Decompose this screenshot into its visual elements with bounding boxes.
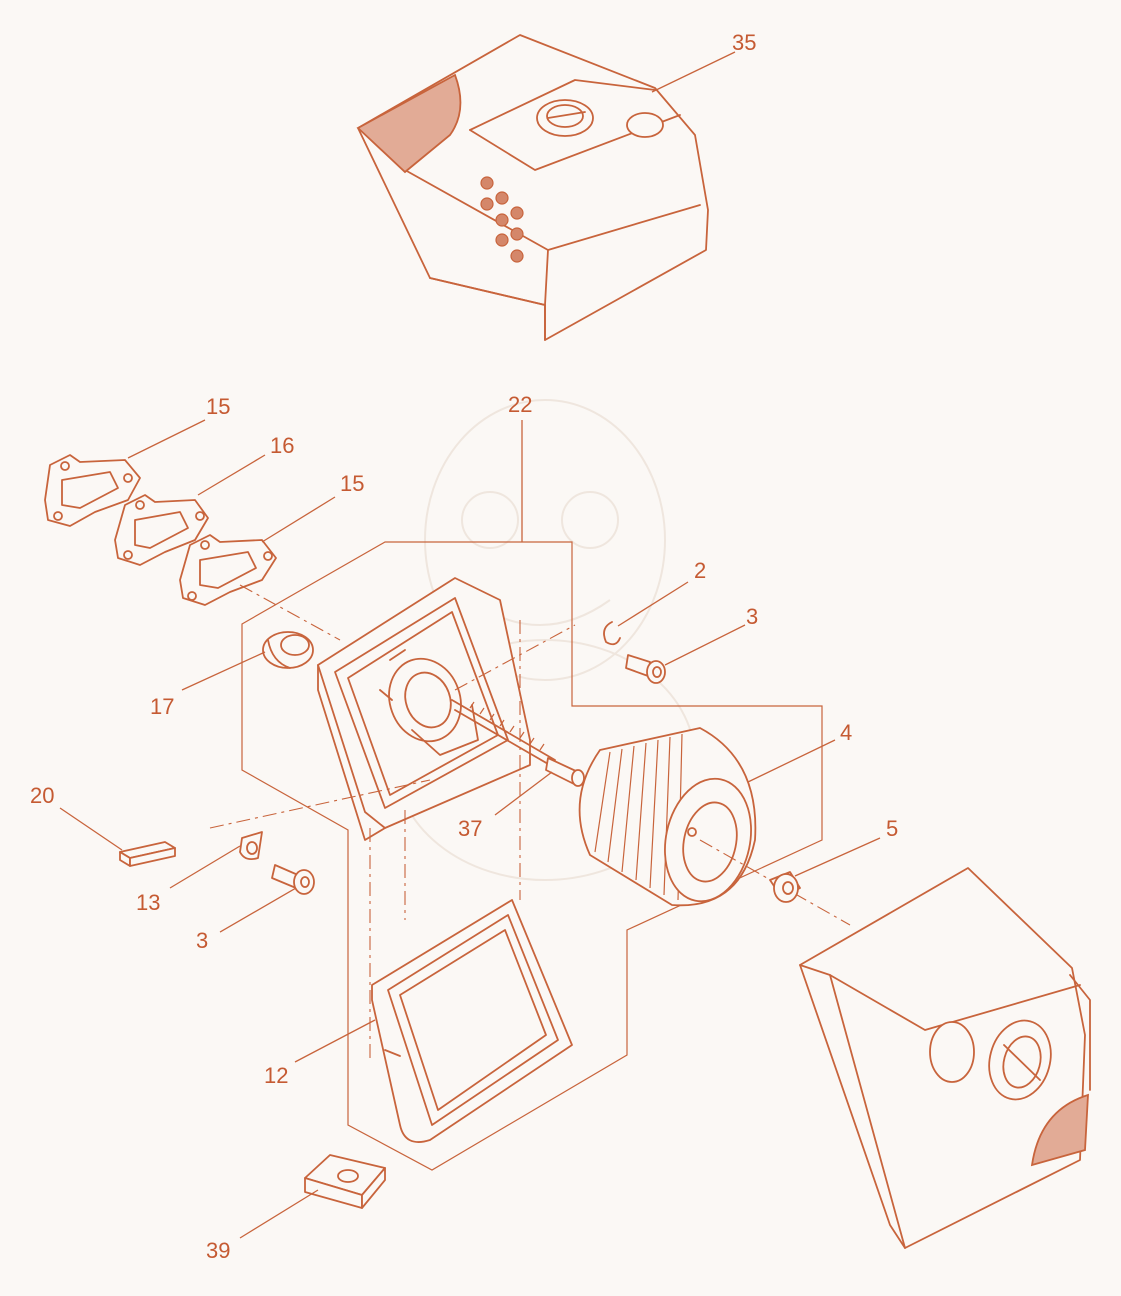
part-15-gasket-bottom	[179, 534, 277, 606]
callout-3-upper: 3	[746, 604, 758, 629]
part-12-seal-frame	[371, 899, 573, 1143]
lower-filter-cover	[799, 867, 1091, 1249]
threaded-stud	[451, 699, 556, 769]
leader-lines	[59, 51, 881, 1239]
part-3-screw-upper	[625, 654, 666, 684]
callout-2: 2	[694, 558, 706, 583]
callout-16: 16	[270, 433, 294, 458]
callout-35: 35	[732, 30, 756, 55]
part-37-sleeve	[545, 757, 585, 787]
part-3-screw-lower	[271, 864, 315, 895]
callout-13: 13	[136, 890, 160, 915]
part-22-base-plate	[241, 541, 823, 1171]
part-16-gasket	[114, 494, 209, 566]
alignment-line-stud	[454, 624, 576, 691]
callout-15-top: 15	[206, 394, 230, 419]
part-15-gasket-top	[44, 454, 141, 527]
part-39-grommet	[304, 1154, 386, 1209]
callout-37: 37	[458, 816, 482, 841]
part-20-key	[119, 841, 176, 867]
callout-4: 4	[840, 720, 852, 745]
part-17-bushing	[262, 631, 314, 669]
callout-12: 12	[264, 1063, 288, 1088]
alignment-line-lower	[209, 779, 431, 829]
part-2-clip	[603, 621, 621, 646]
alignment-line-gaskets	[239, 584, 341, 641]
part-13-lock-washer	[239, 831, 263, 861]
callout-20: 20	[30, 783, 54, 808]
callout-labels: 35 22 15 16 15 2 3 17 4 20 37 5 13 3 12 …	[30, 30, 898, 1263]
part-35-top-cover	[356, 34, 709, 341]
air-filter-housing	[317, 577, 531, 841]
callout-3-lower: 3	[196, 928, 208, 953]
part-4-filter-cartridge	[578, 727, 757, 907]
callout-22: 22	[508, 392, 532, 417]
callout-17: 17	[150, 694, 174, 719]
part-5-knurled-nut	[769, 871, 801, 903]
callout-39: 39	[206, 1238, 230, 1263]
callout-5: 5	[886, 816, 898, 841]
callout-15-bottom: 15	[340, 471, 364, 496]
